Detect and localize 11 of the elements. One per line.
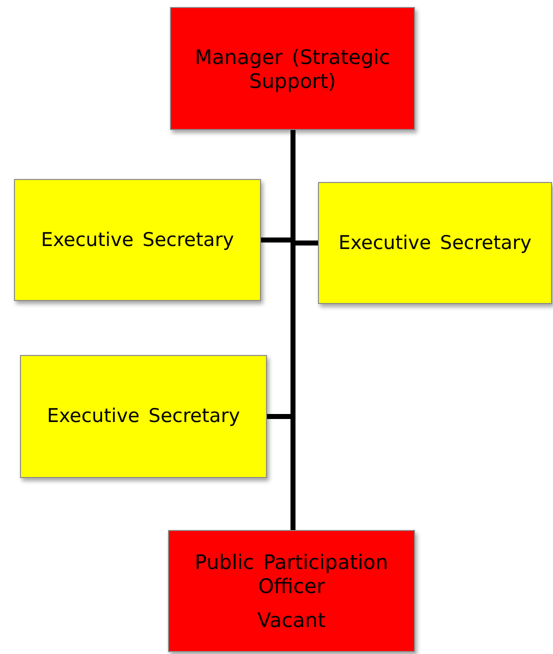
role-title: Manager (Strategic Support) — [194, 44, 392, 92]
role-title: Executive Secretary — [41, 228, 234, 252]
org-box — [318, 182, 552, 304]
org-box — [168, 530, 415, 652]
org-box — [14, 179, 261, 301]
org-box — [170, 7, 415, 130]
status-text: Vacant — [257, 608, 326, 632]
org-box — [20, 355, 267, 478]
role-title: Public Participation Officer — [194, 550, 390, 598]
role-title: Executive Secretary — [47, 405, 240, 428]
role-title: Executive Secretary — [338, 232, 532, 254]
